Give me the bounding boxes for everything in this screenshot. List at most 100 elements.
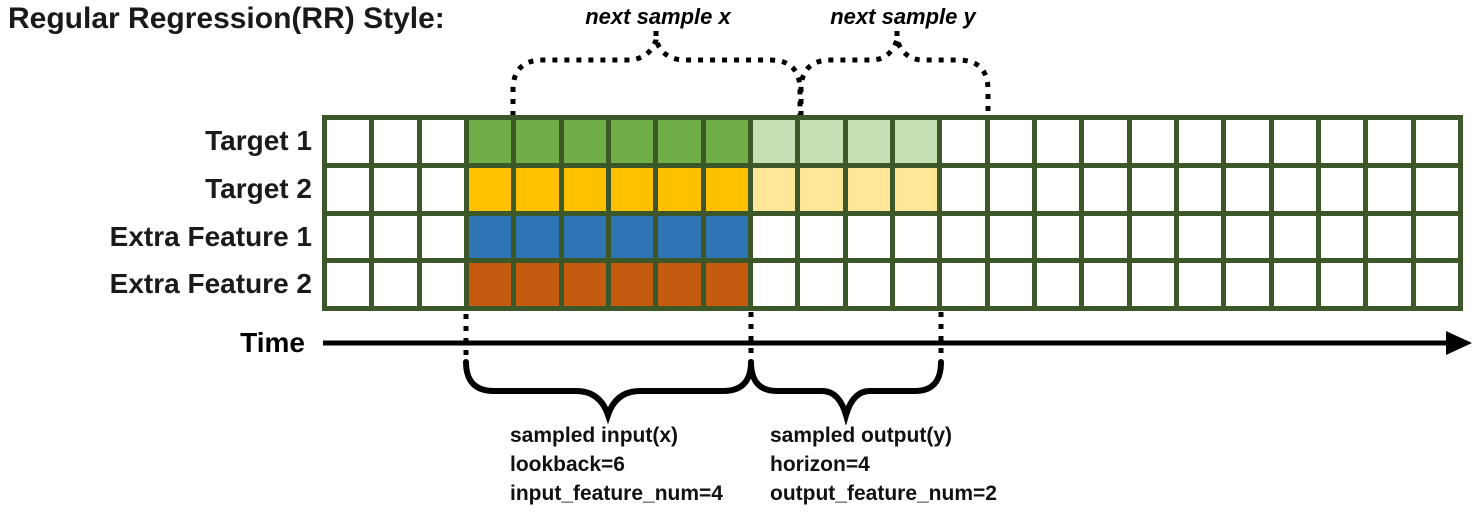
grid-cell <box>563 263 606 306</box>
grid-cell <box>800 263 843 306</box>
grid-cell <box>327 263 370 306</box>
grid-cell <box>374 120 417 163</box>
grid-cell <box>421 263 464 306</box>
grid-cell <box>1226 263 1269 306</box>
grid-cell <box>1273 263 1316 306</box>
grid-cell <box>610 167 654 211</box>
grid-cell <box>658 167 701 211</box>
sampled-input-note: sampled input(x) lookback=6 input_featur… <box>510 421 723 508</box>
grid-cell <box>942 215 985 259</box>
grid-cell <box>752 120 796 163</box>
row-label: Extra Feature 1 <box>109 221 312 252</box>
grid-cell <box>1368 120 1411 163</box>
grid-cell <box>989 120 1032 163</box>
grid-cell <box>1084 263 1127 306</box>
grid-cell <box>705 263 748 306</box>
grid-cell <box>800 215 843 259</box>
next-sample-x-brace <box>510 31 803 116</box>
sampled-input-title: sampled input(x) <box>510 424 679 447</box>
grid-cell <box>1178 215 1222 259</box>
grid-cell <box>1368 215 1411 259</box>
grid-cell <box>1273 215 1316 259</box>
grid-cell <box>1178 120 1222 163</box>
grid-cell <box>658 215 701 259</box>
grid-cell <box>516 215 559 259</box>
sampled-output-brace <box>748 359 944 426</box>
grid-cell <box>989 263 1032 306</box>
grid-cell <box>1036 215 1080 259</box>
grid-cell <box>894 120 938 163</box>
grid-cell <box>610 215 654 259</box>
next-sample-y-label: next sample y <box>830 4 976 29</box>
grid-cell <box>1320 263 1364 306</box>
grid-cell <box>327 120 370 163</box>
page-title: Regular Regression(RR) Style: <box>8 2 445 35</box>
grid-cell <box>1036 167 1080 211</box>
grid-cell <box>374 263 417 306</box>
grid-cell <box>894 263 938 306</box>
grid-cell <box>752 167 796 211</box>
sample-grid <box>322 115 1463 311</box>
sampled-output-note: sampled output(y) horizon=4 output_featu… <box>770 421 997 508</box>
grid-cell <box>563 167 606 211</box>
grid-cell <box>942 167 985 211</box>
row-label: Target 1 <box>205 125 312 156</box>
grid-cell <box>468 120 512 163</box>
grid-cell <box>1084 215 1127 259</box>
grid-cell <box>942 120 985 163</box>
grid-cell <box>374 215 417 259</box>
output-feature-num-value: output_feature_num=2 <box>770 482 997 505</box>
grid-cell <box>563 120 606 163</box>
grid-cell <box>800 120 843 163</box>
grid-cell <box>1178 263 1222 306</box>
grid-cell <box>421 167 464 211</box>
grid-cell <box>894 167 938 211</box>
next-sample-y-brace <box>798 31 991 116</box>
grid-cell <box>1178 167 1222 211</box>
grid-cell <box>516 263 559 306</box>
row-label: Target 2 <box>205 173 312 204</box>
grid-cell <box>421 120 464 163</box>
grid-cell <box>847 167 890 211</box>
grid-cell <box>989 167 1032 211</box>
time-axis-label: Time <box>240 327 305 358</box>
grid-cell <box>705 120 748 163</box>
grid-cell <box>989 215 1032 259</box>
grid-cell <box>752 263 796 306</box>
grid-cell <box>1320 215 1364 259</box>
grid-cell <box>516 167 559 211</box>
grid-cell <box>563 215 606 259</box>
grid-cell <box>1131 263 1174 306</box>
grid-cell <box>705 167 748 211</box>
grid-cell <box>1273 167 1316 211</box>
grid-cell <box>658 120 701 163</box>
grid-cell <box>705 215 748 259</box>
grid-cell <box>1415 120 1458 163</box>
grid-cell <box>752 215 796 259</box>
grid-cell <box>942 263 985 306</box>
grid-cell <box>327 215 370 259</box>
grid-cell <box>1415 263 1458 306</box>
sampled-input-brace <box>463 359 754 425</box>
grid-cell <box>1226 215 1269 259</box>
grid-cell <box>1036 263 1080 306</box>
grid-cell <box>1368 167 1411 211</box>
time-arrow-head <box>1446 331 1472 355</box>
grid-cell <box>1415 167 1458 211</box>
grid-cell <box>327 167 370 211</box>
grid-cell <box>847 120 890 163</box>
next-sample-x-label: next sample x <box>585 4 731 29</box>
lookback-value: lookback=6 <box>510 453 625 476</box>
grid-cell <box>516 120 559 163</box>
grid-cell <box>1226 167 1269 211</box>
grid-cell <box>1273 120 1316 163</box>
grid-cell <box>1320 120 1364 163</box>
grid-cell <box>894 215 938 259</box>
grid-cell <box>1131 167 1174 211</box>
grid-cell <box>468 263 512 306</box>
sampled-output-title: sampled output(y) <box>770 424 952 447</box>
grid-cell <box>1131 120 1174 163</box>
input-feature-num-value: input_feature_num=4 <box>510 482 723 505</box>
grid-cell <box>468 167 512 211</box>
